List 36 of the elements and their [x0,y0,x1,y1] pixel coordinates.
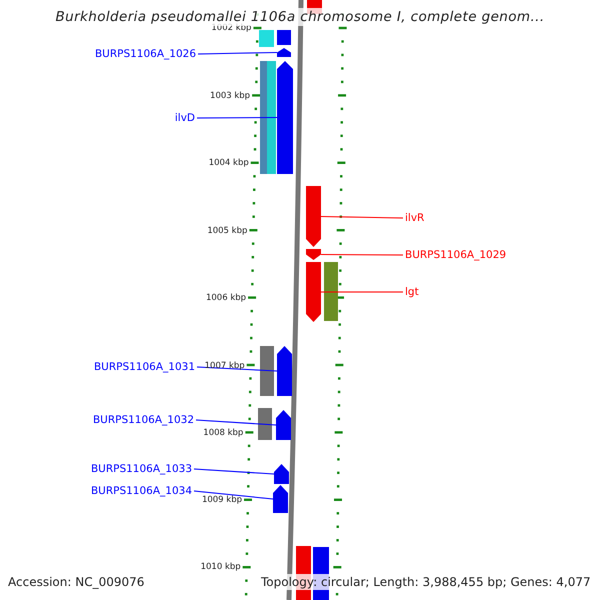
gene-feature [306,249,321,260]
leader-line [320,254,404,256]
gene-feature [277,48,291,57]
gene-feature [277,346,292,396]
gene-feature [276,410,291,440]
gene-label: BURPS1106A_1026 [94,48,196,60]
scale-label: 1003 kbp [210,91,250,101]
gene-feature [274,464,289,484]
scale-label: 1002 kbp [211,23,252,33]
scale-label: 1004 kbp [208,158,249,168]
gene-label: ilvR [405,212,424,224]
leader-line [196,117,278,118]
map-info-text: Accession: NC_009076 [8,574,144,590]
gene-feature [277,61,293,174]
scale-label: 1010 kbp [200,562,241,572]
gene-feature [306,262,321,322]
leader-line [320,216,404,218]
gene-label: BURPS1106A_1033 [90,463,192,475]
gene-label: BURPS1106A_1032 [92,414,194,426]
gene-feature [273,485,288,513]
scale-label: 1008 kbp [203,428,244,438]
gene-label: ilvD [174,112,195,124]
leader-line [198,52,278,54]
leader-line [194,468,274,474]
leader-line [196,420,276,426]
gene-label: BURPS1106A_1029 [405,249,506,261]
gene-feature [306,186,321,247]
leader-line [194,490,274,500]
scale-label: 1005 kbp [207,226,248,236]
gene-label: BURPS1106A_1034 [90,485,192,497]
gene-label: BURPS1106A_1031 [94,361,195,373]
gene-label: lgt [405,286,419,298]
scale-label: 1006 kbp [206,293,246,303]
leader-line [196,366,278,372]
scale-label: 1009 kbp [202,495,242,505]
map-info-text: Topology: circular; Length: 3,988,455 bp; Genes: 4,077 [261,574,591,590]
